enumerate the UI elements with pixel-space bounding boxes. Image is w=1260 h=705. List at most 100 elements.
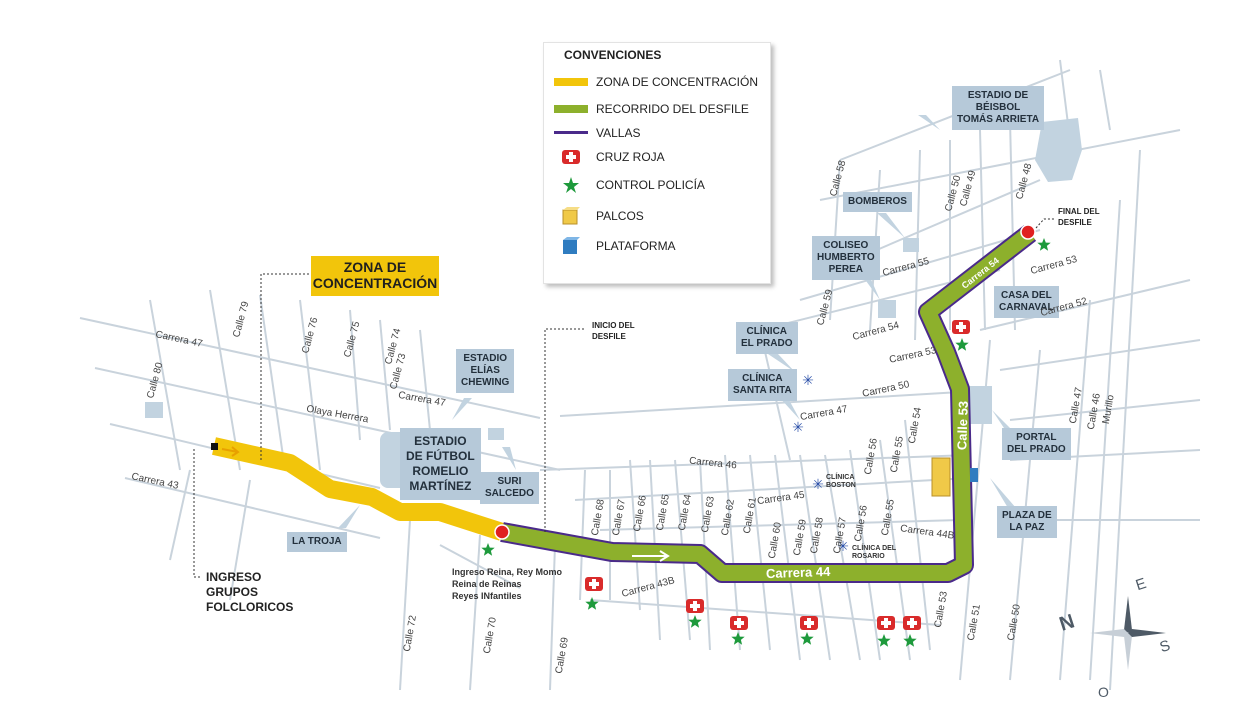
street-line [824,454,861,661]
portal-prado-callout: PORTAL DEL PRADO [1002,428,1071,460]
legend-item-plataforma: PLATAFORMA [552,235,676,257]
palcos [931,457,978,497]
street-line [774,454,801,661]
legend-title: CONVENCIONES [564,48,662,62]
start-arrow [221,446,240,457]
estadio-elias-callout: ESTADIO ELÍAS CHEWING [456,349,515,393]
zona-start-marker [211,443,218,450]
street-line [149,299,181,471]
legend-item-zona: ZONA DE CONCENTRACIÓN [552,71,758,93]
zona-concentracion-label: ZONA DE CONCENTRACIÓN [311,256,439,296]
green-star-icon [800,632,814,645]
estadio-beisbol-callout: ESTADIO DE BÉISBOL TOMÁS ARRIETA [952,86,1045,130]
green-star-icon [731,632,745,645]
street-line [259,294,286,471]
street-line [169,469,191,561]
street-line [749,454,771,651]
street-line [469,534,481,691]
block-west [145,402,163,418]
red-cross-icon [552,150,590,164]
route-endpoints [211,224,1036,540]
police-markers [481,238,1051,647]
legend-panel: CONVENCIONES ZONA DE CONCENTRACIÓN RECOR… [543,42,771,284]
direction-arrow [632,550,670,562]
street-line [209,289,241,471]
red-cross-icon [952,320,970,334]
route-label-calle53: Calle 53 [954,400,971,451]
green-star-icon [1037,238,1051,251]
block-bomberos [903,238,919,252]
clinic-asterisk-icon: ✳ [837,539,849,555]
ingreso-reina-label: Ingreso Reina, Rey Momo Reina de Reinas … [452,567,563,601]
yellow-box-icon [552,207,590,225]
legend-item-label: VALLAS [596,126,641,140]
block-suri [488,428,504,440]
red-cross-icon [585,577,603,591]
street-line [379,319,391,431]
legend-item-label: CONTROL POLICÍA [596,178,705,192]
clinica-santa-rita-callout: CLÍNICA SANTA RITA [728,369,797,401]
final-desfile-label: FINAL DEL DESFILE [1058,207,1100,227]
street-line [1109,149,1141,691]
street-line [1089,199,1121,681]
street-line [799,454,831,661]
green-star-icon [903,634,917,647]
compass [1090,596,1166,670]
street-line [849,449,881,661]
red-cross-icon [730,616,748,630]
street-line [124,477,381,539]
la-troja-callout: LA TROJA [287,532,347,552]
green-line-icon [552,105,590,113]
clinic-asterisk-icon: ✳ [792,420,804,436]
street-line [819,129,1181,201]
street-line [904,419,931,651]
legend-item-palcos: PALCOS [552,205,644,227]
inicio-desfile-label: INICIO DEL DESFILE [592,321,635,341]
red-cross-icon [686,599,704,613]
clinic-asterisk-icon: ✳ [812,477,824,493]
green-star-icon [481,543,495,556]
street-line [399,519,411,691]
clinica-prado-callout: CLÍNICA EL PRADO [736,322,798,354]
estadio-beisbol-block [1035,118,1082,182]
pointer-lines [193,218,1054,578]
green-star-icon [552,177,590,193]
red-cross-icon [877,616,895,630]
palco-icon [931,457,951,497]
legend-item-vallas: VALLAS [552,122,640,144]
zona-concentracion-route [212,437,505,541]
green-star-icon [955,338,969,351]
parade-route [500,226,1035,581]
clinica-boston-label: CLÍNICA BOSTON [826,474,856,489]
suri-salcedo-callout: SURI SALCEDO [480,472,539,504]
street-line [599,519,961,531]
plataforma-icon [970,468,978,482]
legend-item-label: PALCOS [596,209,644,223]
bomberos-callout: BOMBEROS [843,192,912,212]
clinic-asterisk-icon: ✳ [802,373,814,389]
yellow-line-icon [552,78,590,86]
street-line [629,459,641,611]
casa-carnaval-callout: CASA DEL CARNAVAL [994,286,1059,318]
callout-tails [338,115,1016,528]
street-line [1009,399,1201,421]
legend-item-cruz-roja: CRUZ ROJA [552,146,665,168]
street-line [999,339,1201,371]
green-star-icon [585,597,599,610]
purple-line-icon [552,131,590,135]
legend-item-label: PLATAFORMA [596,239,676,253]
end-marker [1020,224,1036,240]
blue-box-icon [552,237,590,255]
start-marker [494,524,510,540]
street-line [229,479,251,601]
clinica-rosario-label: CLÍNICA DEL ROSARIO [852,545,897,560]
legend-item-label: ZONA DE CONCENTRACIÓN [596,75,759,89]
clinic-markers: ✳ ✳ ✳ ✳ [792,373,849,555]
street-line [799,229,1041,301]
green-star-icon [688,615,702,628]
compass-o-label: O [1098,684,1109,700]
red-cross-icon [800,616,818,630]
street-line [549,544,556,691]
street-line [574,477,971,501]
